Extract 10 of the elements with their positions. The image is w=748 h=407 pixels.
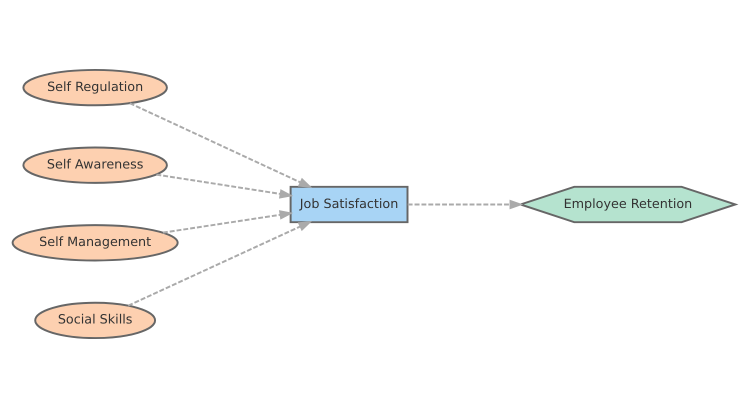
node-ellipse: Social Skills — [34, 301, 156, 339]
node-ellipse: Self Management — [12, 224, 179, 261]
arrow — [408, 199, 524, 209]
arrow — [129, 102, 312, 188]
node-box: Job Satisfaction — [290, 185, 408, 223]
arrow — [156, 173, 294, 198]
arrow — [162, 210, 294, 234]
arrow — [128, 220, 312, 306]
node-ellipse: Self Regulation — [22, 68, 168, 106]
node-ellipse: Self Awareness — [22, 146, 168, 184]
